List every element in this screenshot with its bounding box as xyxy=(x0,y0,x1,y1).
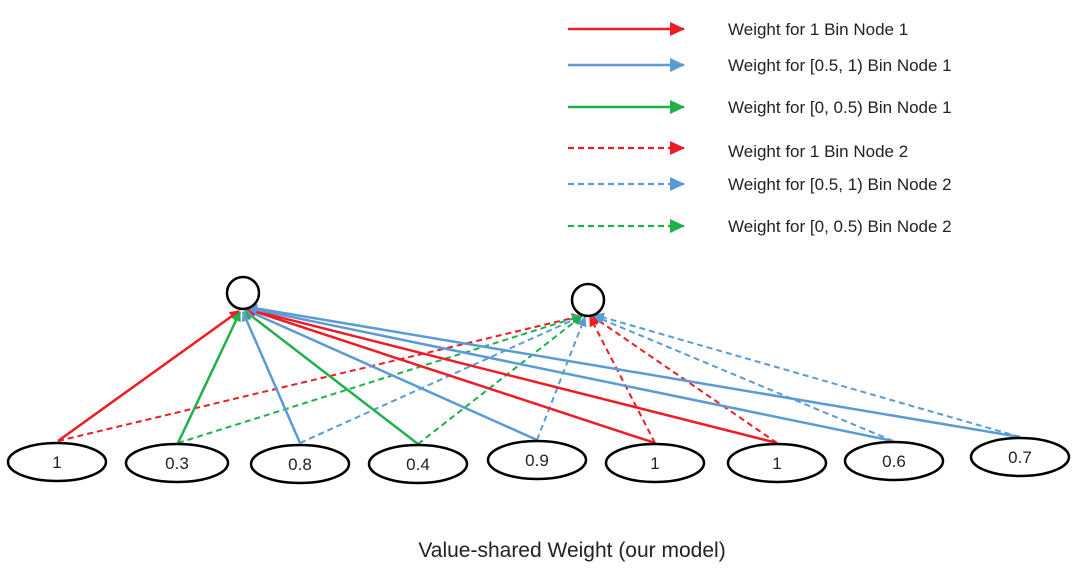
input-node-value: 0.8 xyxy=(288,455,312,474)
legend-item: Weight for 1 Bin Node 2 xyxy=(568,141,908,161)
input-node-shape xyxy=(604,442,706,484)
edge-node2-from-input-3 xyxy=(299,315,583,444)
diagram-caption: Value-shared Weight (our model) xyxy=(418,539,725,562)
input-node-shape xyxy=(124,442,230,484)
edges xyxy=(57,303,1021,445)
input-node-shape xyxy=(843,440,945,482)
input-node-value: 0.4 xyxy=(406,455,430,474)
input-nodes: 1 0.3 0.8 0.4 0.9 1 1 0.6 xyxy=(6,436,1071,485)
input-node-value: 0.3 xyxy=(165,454,189,473)
edge-node2-from-input-5 xyxy=(536,316,587,441)
edge-node1-from-input-6 xyxy=(246,307,656,445)
edge-node1-from-input-2 xyxy=(176,311,242,444)
input-node-shape xyxy=(726,442,828,484)
input-node: 1 xyxy=(604,442,706,484)
legend-label: Weight for [0, 0.5) Bin Node 2 xyxy=(728,217,952,236)
legend-item: Weight for 1 Bin Node 1 xyxy=(568,20,908,39)
edge-node2-from-input-6 xyxy=(589,316,656,444)
edge-node1-from-input-5 xyxy=(245,308,538,442)
edge-node1-from-input-9 xyxy=(247,303,1021,439)
legend-item: Weight for [0, 0.5) Bin Node 2 xyxy=(568,217,952,236)
input-node: 1 xyxy=(6,441,108,483)
edge-node1-from-input-1 xyxy=(57,309,240,443)
input-node: 0.8 xyxy=(249,443,351,485)
edge-node2-from-input-4 xyxy=(417,315,583,445)
legend-label: Weight for [0.5, 1) Bin Node 2 xyxy=(728,175,952,194)
hidden-nodes xyxy=(225,275,606,318)
input-node: 0.3 xyxy=(124,442,230,484)
legend-label: Weight for 1 Bin Node 2 xyxy=(728,142,908,161)
hidden-node-2 xyxy=(570,282,606,318)
input-node: 0.9 xyxy=(486,439,588,481)
input-node-shape xyxy=(969,436,1071,478)
edge-node1-from-input-4 xyxy=(244,310,419,445)
edge-node1-from-input-3 xyxy=(241,311,302,444)
edge-node2-from-input-1 xyxy=(57,313,582,442)
edge-node2-from-input-8 xyxy=(593,314,894,442)
input-node-value: 1 xyxy=(52,453,61,472)
input-node: 1 xyxy=(726,442,828,484)
hidden-node-1 xyxy=(225,275,261,311)
input-node: 0.6 xyxy=(843,440,945,482)
legend-label: Weight for 1 Bin Node 1 xyxy=(728,20,908,39)
input-node: 0.7 xyxy=(969,436,1071,478)
legend-item: Weight for [0.5, 1) Bin Node 1 xyxy=(568,56,952,75)
input-node: 0.4 xyxy=(367,443,469,485)
input-node-shape xyxy=(249,443,351,485)
edge-node2-from-input-9 xyxy=(594,312,1021,438)
input-node-value: 1 xyxy=(650,454,659,473)
input-node-shape xyxy=(486,439,588,481)
legend-item: Weight for [0.5, 1) Bin Node 2 xyxy=(568,175,952,194)
edge-node1-from-input-7 xyxy=(246,306,778,445)
input-node-value: 1 xyxy=(772,454,781,473)
edge-node2-from-input-2 xyxy=(177,313,582,444)
input-node-value: 0.6 xyxy=(882,452,906,471)
edge-node1-from-input-8 xyxy=(247,304,894,443)
input-node-value: 0.9 xyxy=(525,451,549,470)
legend: Weight for 1 Bin Node 1 Weight for [0.5,… xyxy=(568,20,952,236)
input-node-value: 0.7 xyxy=(1008,448,1032,467)
legend-label: Weight for [0.5, 1) Bin Node 1 xyxy=(728,56,952,75)
input-node-shape xyxy=(6,441,108,483)
legend-item: Weight for [0, 0.5) Bin Node 1 xyxy=(568,98,952,117)
legend-label: Weight for [0, 0.5) Bin Node 1 xyxy=(728,98,952,117)
input-node-shape xyxy=(367,443,469,485)
